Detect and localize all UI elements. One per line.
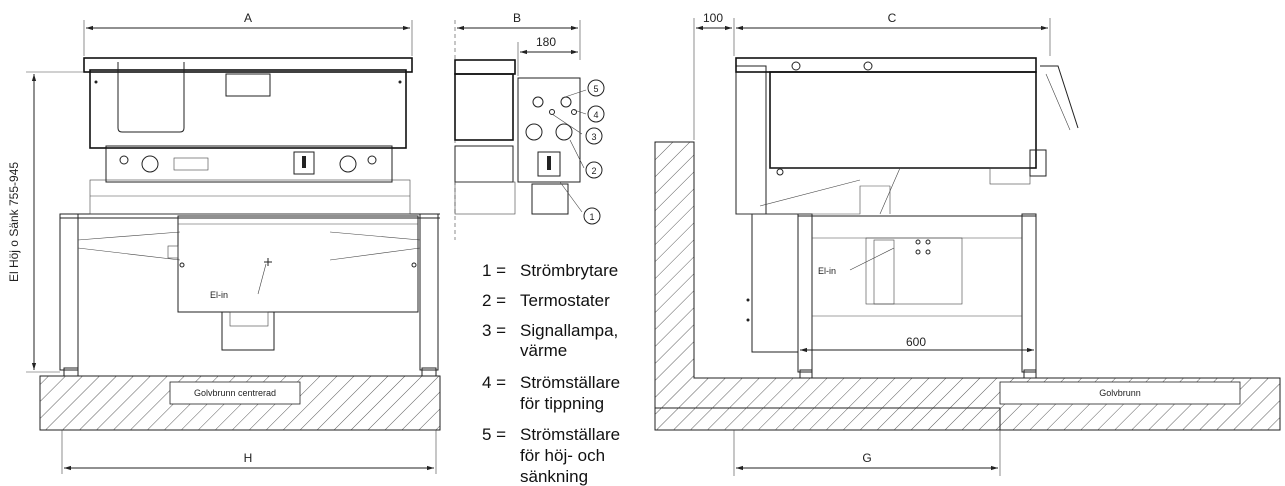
- callout-2: 2: [591, 166, 596, 176]
- legend-2-line-1: Termostater: [520, 291, 610, 310]
- legend-5-line-2: för höj- och: [520, 446, 605, 465]
- drain-side-box: [999, 381, 1241, 405]
- legend-5-num: 5 =: [482, 425, 506, 444]
- lid-side: [735, 57, 1037, 73]
- legend-4-line-2: för tippning: [520, 394, 604, 413]
- legend-4-line-1: Strömställare: [520, 373, 620, 392]
- side-view: Golvbrunn El-in 600: [654, 11, 1281, 476]
- pan-body-side: [769, 71, 1037, 169]
- dim-h: H: [244, 451, 253, 465]
- legend-5-line-1: Strömställare: [520, 425, 620, 444]
- el-in-side-label: El-in: [818, 266, 836, 276]
- leg-right: [419, 213, 439, 371]
- legend-1-num: 1 =: [482, 261, 506, 280]
- dim-b-sub: 180: [536, 35, 556, 49]
- dim-b: B: [513, 11, 521, 25]
- front-handle-rail: [117, 62, 185, 133]
- leg-left: [59, 213, 79, 371]
- drain-side-label: Golvbrunn: [1099, 388, 1141, 398]
- legend-3-line-1: Signallampa,: [520, 321, 618, 340]
- callout-1: 1: [589, 212, 594, 222]
- partial-view-b: B 180 5 4 3 2 1: [454, 11, 605, 240]
- legend-3-line-2: värme: [520, 341, 567, 360]
- dim-g: G: [862, 451, 871, 465]
- callout-5: 5: [593, 84, 598, 94]
- legend-1-line-1: Strömbrytare: [520, 261, 618, 280]
- lid-front: [83, 57, 413, 73]
- front-view: Golvbrunn centrerad El-in: [7, 11, 441, 474]
- dim-100: 100: [703, 11, 723, 25]
- drain-front-label: Golvbrunn centrerad: [194, 388, 276, 398]
- dim-600: 600: [906, 335, 926, 349]
- dim-height: El Höj o Sänk 755-945: [7, 162, 21, 282]
- control-panel-side: [517, 77, 581, 183]
- pan-body-front: [89, 69, 407, 149]
- dim-c: C: [888, 11, 897, 25]
- callout-4: 4: [593, 110, 598, 120]
- legend-5-line-3: sänkning: [520, 467, 588, 486]
- el-in-front-label: El-in: [210, 290, 228, 300]
- drain-front-box: [169, 381, 301, 405]
- callout-3: 3: [591, 132, 596, 142]
- legend-2-num: 2 =: [482, 291, 506, 310]
- lid-handle: [225, 73, 271, 97]
- legend-3-num: 3 =: [482, 321, 506, 340]
- base-housing: [177, 215, 419, 313]
- legend: 1 = Strömbrytare 2 = Termostater 3 = Sig…: [482, 261, 620, 486]
- control-panel-front: [105, 145, 393, 183]
- legend-4-num: 4 =: [482, 373, 506, 392]
- dim-a: A: [244, 11, 252, 25]
